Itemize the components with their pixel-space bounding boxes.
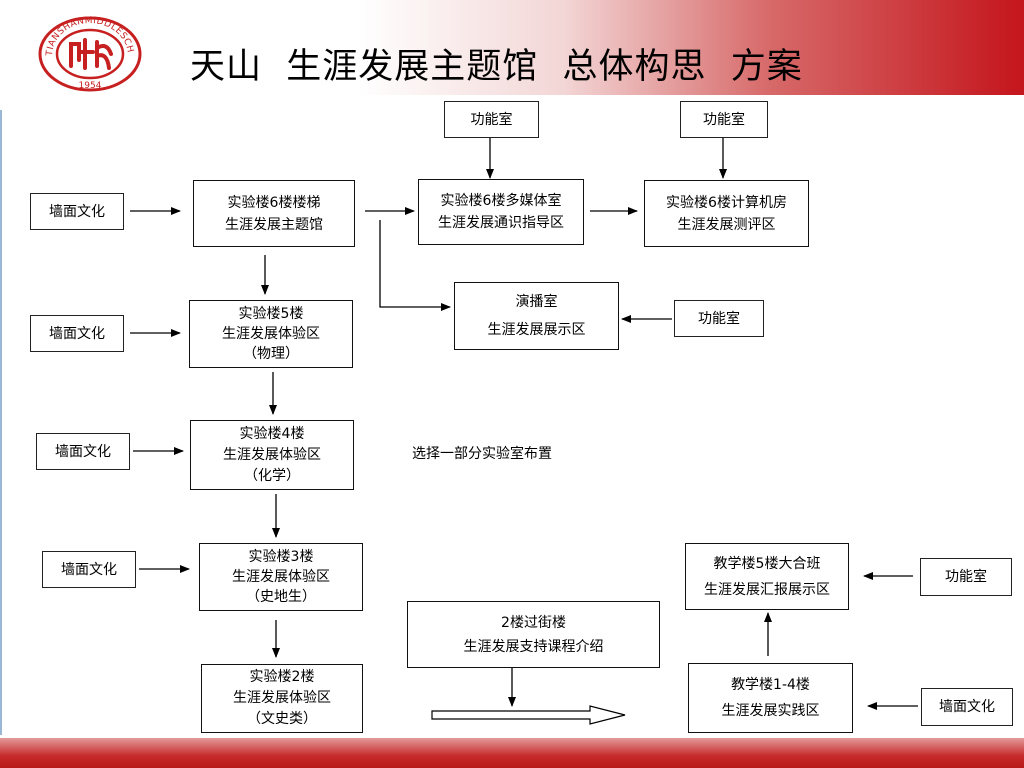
node-label: 生涯发展体验区: [222, 326, 320, 342]
node-label: 教学楼5楼大合班: [713, 555, 821, 572]
node-label: 实验楼4楼: [239, 425, 305, 442]
node-label: 生涯发展主题馆: [225, 216, 323, 233]
node-label: 生涯发展体验区: [233, 690, 331, 706]
node-label: 实验楼6楼计算机房: [666, 194, 787, 211]
floor5-node: 实验楼5楼 生涯发展体验区 （物理）: [189, 300, 353, 368]
computer-room-node: 实验楼6楼计算机房 生涯发展测评区: [644, 180, 809, 247]
function-room-box-4: 功能室: [920, 558, 1012, 596]
node-label: 生涯发展支持课程介绍: [463, 638, 604, 655]
left-accent-rule: [0, 110, 2, 735]
node-label: 生涯发展体验区: [223, 446, 321, 463]
wall-culture-box-3: 墙面文化: [36, 433, 130, 470]
page-title: 天山 生涯发展主题馆 总体构思 方案: [190, 47, 803, 87]
node-label: 生涯发展汇报展示区: [704, 581, 830, 598]
node-label: 演播室: [515, 294, 558, 310]
node-label: 墙面文化: [939, 699, 995, 715]
floor2-node: 实验楼2楼 生涯发展体验区 （文史类）: [201, 664, 363, 733]
node-label: 生涯发展测评区: [677, 216, 776, 233]
function-room-box-2: 功能室: [680, 101, 768, 138]
node-label: 实验楼6楼多媒体室: [440, 193, 562, 209]
footer-gradient-band: [0, 738, 1024, 768]
node-label: 墙面文化: [49, 203, 105, 220]
wall-culture-box-4: 墙面文化: [42, 551, 136, 588]
floor4-node: 实验楼4楼 生涯发展体验区 （化学）: [190, 420, 354, 490]
floor3-node: 实验楼3楼 生涯发展体验区 （史地生）: [199, 543, 363, 611]
node-label: （文史类）: [247, 711, 317, 727]
node-label: 墙面文化: [49, 325, 105, 342]
node-label: 生涯发展通识指导区: [438, 215, 564, 231]
school-seal-logo-icon: TIANSHANMIDDLESCHOOL 1954: [35, 12, 142, 92]
studio-node: 演播室 生涯发展展示区: [454, 282, 619, 350]
header-gradient-band: [0, 0, 1024, 95]
node-label: 功能室: [703, 111, 745, 128]
node-label: 2楼过街楼: [501, 614, 566, 631]
node-label: 墙面文化: [61, 561, 117, 578]
node-label: 生涯发展展示区: [487, 322, 586, 338]
theme-hall-node: 实验楼6楼楼梯 生涯发展主题馆: [193, 180, 355, 247]
node-label: 教学楼1-4楼: [731, 677, 810, 693]
teaching-practice-node: 教学楼1-4楼 生涯发展实践区: [688, 663, 853, 733]
diagram-note: 选择一部分实验室布置: [412, 446, 552, 462]
node-label: 实验楼3楼: [248, 549, 314, 565]
node-label: 功能室: [698, 310, 740, 327]
function-room-box-3: 功能室: [674, 300, 764, 337]
node-label: 墙面文化: [55, 443, 111, 460]
node-label: （史地生）: [246, 589, 316, 605]
node-label: 实验楼2楼: [249, 669, 315, 685]
node-label: 生涯发展体验区: [232, 569, 330, 585]
node-label: （化学）: [244, 467, 300, 484]
overpass-course-node: 2楼过街楼 生涯发展支持课程介绍: [407, 601, 660, 668]
node-label: （物理）: [243, 346, 299, 362]
wall-culture-box-2: 墙面文化: [30, 315, 124, 352]
wall-culture-box-5: 墙面文化: [921, 688, 1013, 726]
node-label: 功能室: [945, 569, 987, 585]
hollow-block-arrow-icon: [431, 705, 626, 725]
node-label: 生涯发展实践区: [721, 703, 820, 719]
multimedia-room-node: 实验楼6楼多媒体室 生涯发展通识指导区: [418, 179, 584, 245]
node-label: 实验楼5楼: [238, 306, 304, 322]
logo-year: 1954: [79, 81, 102, 91]
wall-culture-box-1: 墙面文化: [30, 193, 124, 230]
node-label: 实验楼6楼楼梯: [227, 194, 321, 211]
arrow-hall-to-studio: [379, 220, 451, 311]
teaching-report-node: 教学楼5楼大合班 生涯发展汇报展示区: [685, 543, 849, 610]
node-label: 功能室: [470, 111, 513, 128]
function-room-box-1: 功能室: [444, 101, 539, 138]
